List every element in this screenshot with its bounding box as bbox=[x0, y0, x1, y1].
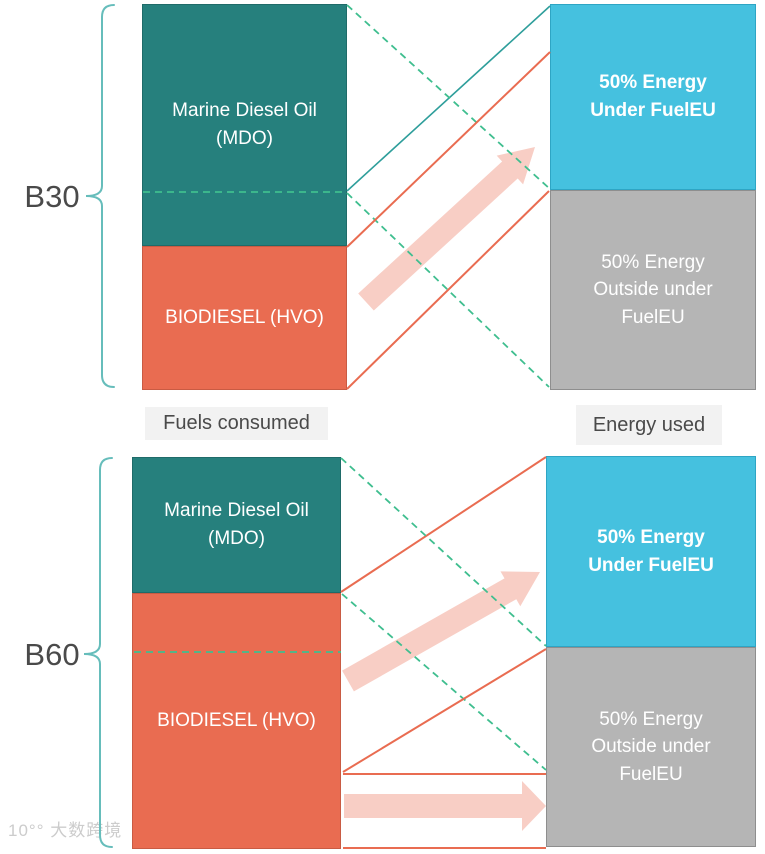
b30-mdo-to-under-line bbox=[346, 5, 551, 192]
b60-mdo-segment: Marine Diesel Oil (MDO) bbox=[132, 457, 341, 593]
b30-top-to-outside-dash bbox=[346, 4, 551, 190]
b60-energy-under-segment: 50% Energy Under FuelEU bbox=[546, 456, 756, 647]
b30-half-to-bottom-dash bbox=[346, 192, 550, 388]
b30-hvo-segment: BIODIESEL (HVO) bbox=[142, 246, 347, 390]
b30-hvo-label: BIODIESEL (HVO) bbox=[165, 307, 324, 329]
b60-energy-outside-segment: 50% Energy Outside under FuelEU bbox=[546, 647, 756, 847]
b60-top-to-outside-dash bbox=[340, 457, 547, 647]
watermark: 10°° 大数跨境 bbox=[8, 821, 123, 840]
b60-fuel-bar: Marine Diesel Oil (MDO) BIODIESEL (HVO) bbox=[132, 457, 341, 849]
b30-hvo-top-line bbox=[346, 51, 551, 248]
b30-flow-arrow bbox=[358, 147, 535, 311]
b30-energy-outside-segment: 50% Energy Outside under FuelEU bbox=[550, 190, 756, 390]
b30-bracket bbox=[85, 4, 115, 388]
energy-used-label: Energy used bbox=[576, 405, 722, 445]
b60-hvo-label: BIODIESEL (HVO) bbox=[157, 710, 316, 732]
b30-energy-under-label: 50% Energy Under FuelEU bbox=[590, 72, 716, 121]
b60-bracket bbox=[83, 457, 113, 848]
b30-energy-outside-label: 50% Energy Outside under FuelEU bbox=[593, 251, 713, 328]
b60-hvo-mid-diagonal-line bbox=[342, 648, 547, 773]
b30-energy-under-segment: 50% Energy Under FuelEU bbox=[550, 4, 756, 190]
b60-flow-arrow-diagonal bbox=[342, 571, 540, 692]
b30-label: B30 bbox=[24, 179, 80, 214]
b60-energy-under-label: 50% Energy Under FuelEU bbox=[588, 526, 714, 576]
b60-energy-outside-label: 50% Energy Outside under FuelEU bbox=[591, 708, 711, 785]
b30-mdo-label: Marine Diesel Oil (MDO) bbox=[172, 100, 317, 149]
b60-hvo-segment: BIODIESEL (HVO) bbox=[132, 593, 341, 849]
b60-boundary-dash bbox=[341, 593, 547, 771]
b60-hvo-top-line bbox=[340, 456, 547, 593]
b30-fuel-bar: Marine Diesel Oil (MDO) BIODIESEL (HVO) bbox=[142, 4, 347, 390]
b30-energy-bar: 50% Energy Under FuelEU 50% Energy Outsi… bbox=[550, 4, 756, 390]
b60-mdo-label: Marine Diesel Oil (MDO) bbox=[164, 500, 309, 549]
fuels-consumed-label: Fuels consumed bbox=[145, 407, 328, 440]
b30-hvo-bottom-line bbox=[346, 190, 550, 390]
b60-label: B60 bbox=[24, 637, 80, 672]
b60-flow-arrow-horizontal bbox=[344, 781, 546, 831]
b60-energy-bar: 50% Energy Under FuelEU 50% Energy Outsi… bbox=[546, 456, 756, 847]
b30-mdo-segment: Marine Diesel Oil (MDO) bbox=[142, 4, 347, 246]
